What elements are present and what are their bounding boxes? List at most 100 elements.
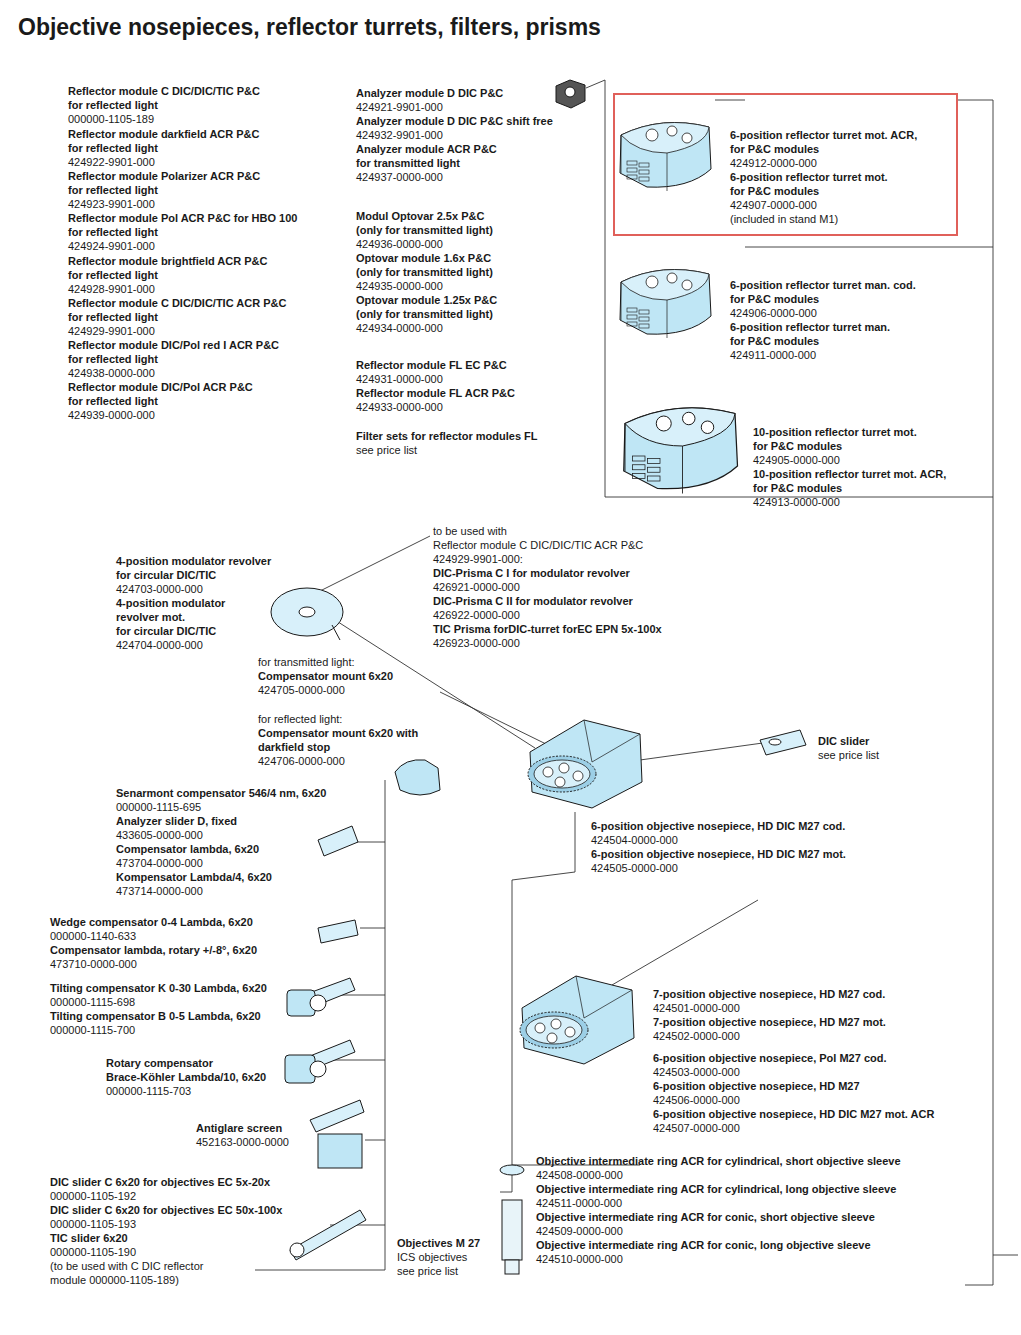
product-name: 6-position reflector turret mot. for P&C…	[730, 170, 948, 198]
order-number: 424504-0000-000	[591, 833, 678, 847]
product-name: Optovar module 1.25x P&C (only for trans…	[356, 293, 497, 321]
highlight-box: 6-position reflector turret mot. ACR, fo…	[613, 93, 958, 236]
product-name: 7-position objective nosepiece, HD M27 m…	[653, 1015, 886, 1029]
order-number: 424510-0000-000	[536, 1252, 623, 1266]
product-name: Reflector module C DIC/DIC/TIC ACR P&C f…	[68, 296, 286, 324]
product-name: Compensator mount 6x20 with darkfield st…	[258, 726, 418, 754]
product-name: Kompensator Lambda/4, 6x20	[116, 870, 272, 884]
product-name: Optovar module 1.6x P&C (only for transm…	[356, 251, 493, 279]
product-name: 6-position objective nosepiece, Pol M27 …	[653, 1051, 887, 1065]
order-number: to be used with	[433, 524, 507, 538]
product-name: 6-position objective nosepiece, HD DIC M…	[591, 819, 845, 833]
product-name: Reflector module darkfield ACR P&C for r…	[68, 127, 260, 155]
order-number: 424506-0000-000	[653, 1093, 740, 1107]
product-name: Objective intermediate ring ACR for coni…	[536, 1210, 875, 1224]
order-number: ICS objectives	[397, 1250, 467, 1264]
order-number: see price list	[818, 748, 879, 762]
product-name: Antiglare screen	[196, 1121, 282, 1135]
order-number: 000000-1105-189	[68, 112, 154, 126]
product-name: DIC-Prisma C II for modulator revolver	[433, 594, 633, 608]
order-number: 424912-0000-000	[730, 156, 948, 170]
order-number: 424922-9901-000	[68, 155, 155, 169]
product-name: 6-position reflector turret mot. ACR, fo…	[730, 128, 948, 156]
order-number: 424703-0000-000	[116, 582, 203, 596]
order-number: 424931-0000-000	[356, 372, 443, 386]
order-number: (included in stand M1)	[730, 212, 948, 226]
product-name: Compensator mount 6x20	[258, 669, 393, 683]
order-number: 473710-0000-000	[50, 957, 137, 971]
order-number: 473714-0000-000	[116, 884, 203, 898]
order-number: 424921-9901-000	[356, 100, 443, 114]
product-name: Compensator lambda, rotary +/-8°, 6x20	[50, 943, 257, 957]
product-name: Analyzer module D DIC P&C	[356, 86, 503, 100]
order-number: (to be used with C DIC reflector module …	[50, 1259, 203, 1287]
order-number: 424502-0000-000	[653, 1029, 740, 1043]
order-number: 424905-0000-000	[753, 453, 840, 467]
order-number: for transmitted light:	[258, 655, 355, 669]
order-number: 424906-0000-000	[730, 306, 817, 320]
product-name: Analyzer module D DIC P&C shift free	[356, 114, 553, 128]
product-name: Wedge compensator 0-4 Lambda, 6x20	[50, 915, 253, 929]
product-name: Modul Optovar 2.5x P&C (only for transmi…	[356, 209, 493, 237]
order-number: 000000-1115-703	[106, 1084, 191, 1098]
order-number: 000000-1105-193	[50, 1217, 136, 1231]
product-name: Reflector module DIC/Pol red I ACR P&C f…	[68, 338, 279, 366]
product-name: 6-position reflector turret man. cod. fo…	[730, 278, 916, 306]
product-name: TIC Prisma forDIC-turret forEC EPN 5x-10…	[433, 622, 662, 636]
order-number: 473704-0000-000	[116, 856, 203, 870]
product-name: Reflector module Polarizer ACR P&C for r…	[68, 169, 260, 197]
order-number: 424939-0000-000	[68, 408, 155, 422]
product-name: Objectives M 27	[397, 1236, 480, 1250]
order-number: 424937-0000-000	[356, 170, 443, 184]
product-name: DIC slider	[818, 734, 869, 748]
product-name: Tilting compensator K 0-30 Lambda, 6x20	[50, 981, 267, 995]
order-number: 424706-0000-000	[258, 754, 345, 768]
order-number: 000000-1115-698	[50, 995, 135, 1009]
order-number: 424913-0000-000	[753, 495, 840, 509]
product-name: DIC-Prisma C I for modulator revolver	[433, 566, 630, 580]
product-name: Filter sets for reflector modules FL	[356, 429, 538, 443]
product-name: Reflector module FL ACR P&C	[356, 386, 515, 400]
order-number: 426923-0000-000	[433, 636, 520, 650]
order-number: 424929-9901-000	[68, 324, 155, 338]
product-name: Objective intermediate ring ACR for cyli…	[536, 1154, 901, 1168]
order-number: 424507-0000-000	[653, 1121, 740, 1135]
product-name: 7-position objective nosepiece, HD M27 c…	[653, 987, 885, 1001]
order-number: 424705-0000-000	[258, 683, 345, 697]
order-number: 426922-0000-000	[433, 608, 520, 622]
order-number: 433605-0000-000	[116, 828, 203, 842]
order-number: 000000-1105-190	[50, 1245, 136, 1259]
order-number: Reflector module C DIC/DIC/TIC ACR P&C	[433, 538, 643, 552]
order-number: see price list	[356, 443, 417, 457]
order-number: 424933-0000-000	[356, 400, 443, 414]
product-name: 6-position reflector turret man. for P&C…	[730, 320, 890, 348]
product-name: Objective intermediate ring ACR for cyli…	[536, 1182, 896, 1196]
product-name: Senarmont compensator 546/4 nm, 6x20	[116, 786, 326, 800]
order-number: 424508-0000-000	[536, 1168, 623, 1182]
product-name: Reflector module brightfield ACR P&C for…	[68, 254, 267, 282]
order-number: 424501-0000-000	[653, 1001, 740, 1015]
order-number: 424936-0000-000	[356, 237, 443, 251]
product-name: 4-position modulator revolver for circul…	[116, 554, 271, 582]
product-name: Tilting compensator B 0-5 Lambda, 6x20	[50, 1009, 261, 1023]
order-number: 424704-0000-000	[116, 638, 203, 652]
order-number: 424935-0000-000	[356, 279, 443, 293]
product-name: Reflector module FL EC P&C	[356, 358, 507, 372]
order-number: 424511-0000-000	[536, 1196, 622, 1210]
page-title: Objective nosepieces, reflector turrets,…	[18, 12, 601, 42]
order-number: 000000-1140-633	[50, 929, 136, 943]
order-number: 452163-0000-0000	[196, 1135, 289, 1149]
order-number: 424932-9901-000	[356, 128, 443, 142]
order-number: 424928-9901-000	[68, 282, 155, 296]
order-number: 424923-9901-000	[68, 197, 155, 211]
order-number: 000000-1105-192	[50, 1189, 136, 1203]
product-name: 6-position objective nosepiece, HD DIC M…	[591, 847, 846, 861]
order-number: 424907-0000-000	[730, 198, 948, 212]
product-name: Reflector module C DIC/DIC/TIC P&C for r…	[68, 84, 260, 112]
order-number: 424509-0000-000	[536, 1224, 623, 1238]
product-name: 10-position reflector turret mot. ACR, f…	[753, 467, 946, 495]
order-number: 424934-0000-000	[356, 321, 443, 335]
order-number: 424924-9901-000	[68, 239, 155, 253]
product-name: DIC slider C 6x20 for objectives EC 5x-2…	[50, 1175, 270, 1189]
